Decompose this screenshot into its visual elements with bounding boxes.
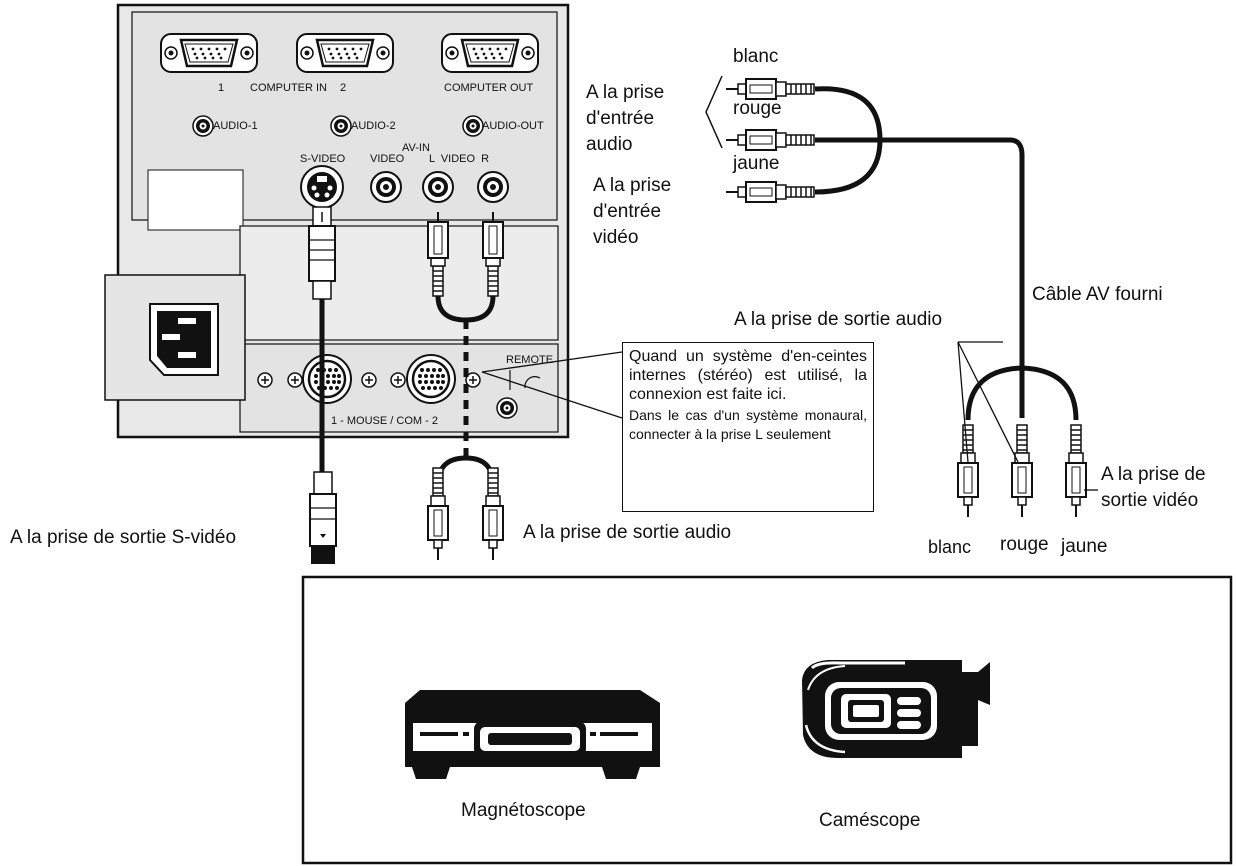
audio-output-center-label: A la prise de sortie audio <box>523 522 732 543</box>
rca-plug-icon <box>725 78 815 100</box>
l-video-r-label: L VIDEO R <box>429 153 490 165</box>
vga-port-icon[interactable] <box>295 32 395 74</box>
computer-in-label: COMPUTER IN <box>250 82 327 94</box>
audio-output-right-label: A la prise de sortie audio <box>734 309 943 330</box>
vcr-icon <box>405 690 660 779</box>
blanc-bottom-label: blanc <box>928 537 972 557</box>
audio-jack-icon[interactable] <box>462 115 484 137</box>
computer-in-1-label: 1 <box>218 82 225 94</box>
computer-out-label: COMPUTER OUT <box>444 82 534 94</box>
blanc-top-label: blanc <box>733 46 779 67</box>
audio-jack-icon[interactable] <box>422 171 454 203</box>
mouse-com-label: 1 - MOUSE / COM - 2 <box>331 415 438 427</box>
audio-jack-icon[interactable] <box>192 115 214 137</box>
s-video-label: S-VIDEO <box>300 153 346 165</box>
audio-jack-icon[interactable] <box>370 171 402 203</box>
av-in-label: AV-IN <box>402 142 430 154</box>
rouge-top-label: rouge <box>733 98 782 119</box>
s-video-jack-icon[interactable] <box>300 165 344 209</box>
mouse-port-icon[interactable] <box>301 353 353 405</box>
audio-input-label: A la prise d'entrée audio <box>586 82 665 155</box>
rca-plug-icon <box>482 467 504 561</box>
cable-label: Câble AV fourni <box>1032 284 1163 305</box>
rca-plug-icon <box>427 467 449 561</box>
audio-out-label: AUDIO-OUT <box>482 120 544 132</box>
camcorder-icon <box>802 660 990 758</box>
svideo-output-label: A la prise de sortie S-vidéo <box>10 527 237 548</box>
audio-1-label: AUDIO-1 <box>213 120 258 132</box>
video-label: VIDEO <box>370 153 405 165</box>
vcr-label: Magnétoscope <box>461 800 586 821</box>
camcorder-label: Caméscope <box>819 810 921 831</box>
computer-in-2-label: 2 <box>340 82 347 94</box>
vga-port-icon[interactable] <box>159 32 259 74</box>
rouge-bottom-label: rouge <box>1000 534 1049 555</box>
video-input-label: A la prise d'entrée vidéo <box>593 175 672 248</box>
s-video-plug-icon <box>308 206 337 564</box>
screw-icon <box>287 372 303 388</box>
screw-icon <box>257 372 273 388</box>
audio-jack-icon[interactable] <box>477 171 509 203</box>
vga-port-icon[interactable] <box>440 32 540 74</box>
com-port-icon[interactable] <box>405 353 457 405</box>
rca-plug-icon <box>725 129 815 151</box>
audio-jack-icon[interactable] <box>330 115 352 137</box>
jaune-top-label: jaune <box>733 153 780 174</box>
rca-plug-icon <box>1011 424 1033 518</box>
rca-plug-icon <box>957 424 979 518</box>
video-output-label: A la prise de sortie vidéo <box>1101 464 1206 511</box>
power-socket-icon <box>149 303 219 376</box>
pointer-lines <box>957 341 1098 491</box>
remote-jack-icon[interactable] <box>496 397 518 419</box>
note-callout: Quand un système d'en-ceintes internes (… <box>622 342 874 512</box>
av-cable <box>814 86 1079 421</box>
remote-label: REMOTE <box>506 354 554 366</box>
screw-icon <box>390 372 406 388</box>
screw-icon <box>361 372 377 388</box>
rca-plug-icon <box>725 181 815 203</box>
rca-plug-icon <box>1065 424 1087 518</box>
jaune-bottom-label: jaune <box>1061 536 1108 557</box>
note-sub-text: Dans le cas d'un système monaural, conne… <box>629 407 867 442</box>
audio-2-label: AUDIO-2 <box>351 120 396 132</box>
callout-leader <box>481 351 623 419</box>
note-main-text: Quand un système d'en-ceintes internes (… <box>629 348 867 403</box>
